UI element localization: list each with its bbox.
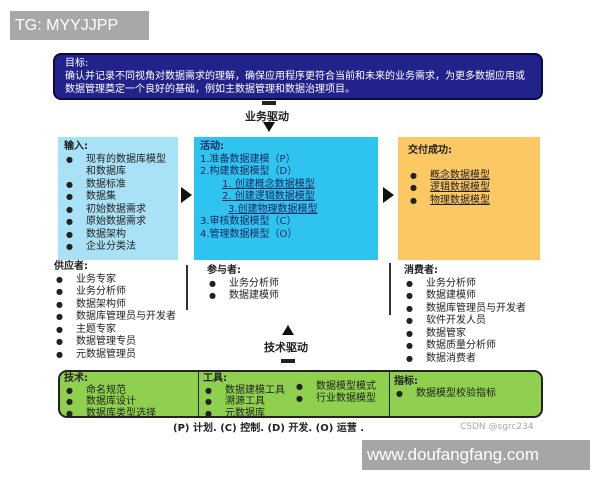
input-item: 企业分类法	[64, 241, 172, 254]
arrow-down-icon	[263, 122, 275, 132]
divider	[389, 263, 391, 315]
consumer-item: 数据质量分析师	[404, 340, 550, 353]
driver-bar	[262, 101, 276, 105]
goal-box: 目标: 确认并记录不同视角对数据需求的理解，确保应用程序更符合当前和未来的业务需…	[53, 53, 543, 100]
supplier-item: 业务分析师	[54, 286, 200, 299]
supplier-item: 数据库管理员与开发者	[54, 311, 200, 324]
technique-item: 命名规范	[64, 385, 194, 397]
business-driver-label: 业务驱动	[245, 110, 289, 123]
metrics-title: 指标:	[394, 376, 418, 387]
delivery-item: 物理数据模型	[408, 195, 530, 208]
consumer-item: 数据管家	[404, 328, 550, 341]
delivery-item: 逻辑数据模型	[408, 182, 530, 195]
techniques-section: 技术: 命名规范 数据库设计 数据库类型选择	[60, 372, 199, 416]
activity-title: 活动:	[200, 141, 224, 152]
consumer-item: 数据消费者	[404, 353, 550, 366]
activity-subitem: 1. 创建概念数据模型	[222, 178, 315, 190]
goal-title: 目标:	[65, 58, 89, 69]
tool-item: 数据建模工具	[203, 385, 385, 397]
suppliers-list: 供应者: 业务专家 业务分析师 数据架构师 数据库管理员与开发者 主题专家 数据…	[52, 261, 202, 361]
metrics-section: 指标: 数据模型校验指标	[390, 372, 541, 416]
csdn-watermark: CSDN @sgrc234	[460, 422, 534, 432]
tools-section: 工具: 数据建模工具 溯源工具 元数据库 数据模型模式 行业数据模型	[199, 372, 390, 416]
arrow-right-icon	[383, 187, 394, 203]
input-item: 初始数据需求	[64, 204, 172, 217]
participant-item: 业务分析师	[207, 278, 373, 291]
supplier-item: 数据架构师	[54, 299, 200, 312]
supplier-item: 主题专家	[54, 324, 200, 337]
input-item: 原始数据需求	[64, 216, 172, 229]
participant-item: 数据建模师	[207, 290, 373, 303]
activity-item: 1.准备数据建模（P）	[200, 153, 296, 165]
support-bar: 技术: 命名规范 数据库设计 数据库类型选择 工具: 数据建模工具 溯源工具 元…	[58, 370, 543, 418]
technique-item: 数据库设计	[64, 396, 194, 408]
tech-driver-label: 技术驱动	[264, 341, 308, 354]
arrow-up-icon	[282, 325, 294, 335]
goal-text: 确认并记录不同视角对数据需求的理解，确保应用程序更符合当前和未来的业务需求，为更…	[65, 71, 525, 95]
supplier-item: 元数据管理员	[54, 349, 200, 362]
techniques-title: 技术:	[64, 373, 88, 384]
input-item: 现有的数据库模型和数据库	[64, 154, 172, 179]
driver-bar	[281, 359, 295, 363]
supplier-item: 数据管理专员	[54, 336, 200, 349]
supplier-item: 业务专家	[54, 274, 200, 287]
divider	[186, 265, 188, 310]
activity-item: 3.审核数据模型（C）	[200, 216, 297, 227]
delivery-title: 交付成功:	[408, 145, 452, 156]
consumer-item: 业务分析师	[404, 278, 550, 291]
tool-item: 数据模型模式	[294, 381, 376, 393]
consumers-title: 消费者:	[404, 265, 438, 276]
consumers-list: 消费者: 业务分析师 数据建模师 数据库管理员与开发者 软件开发人员 数据管家 …	[402, 265, 552, 365]
tools-title: 工具:	[203, 373, 227, 384]
activity-item: 4.管理数据模型（O）	[200, 228, 298, 240]
tool-item: 元数据库	[203, 408, 385, 417]
input-box: 输入: 现有的数据库模型和数据库 数据标准 数据集 初始数据需求 原始数据需求 …	[58, 137, 178, 260]
metric-item: 数据模型校验指标	[394, 388, 537, 400]
watermark-top: TG: MYYJJPP	[10, 11, 149, 40]
technique-item: 数据库类型选择	[64, 408, 194, 417]
input-item: 数据架构	[64, 229, 172, 242]
tool-item: 行业数据模型	[294, 393, 376, 405]
input-item: 数据集	[64, 191, 172, 204]
arrow-right-icon	[181, 187, 192, 203]
watermark-bottom: www.doufangfang.com	[362, 440, 590, 470]
activity-subitem: 2. 创建逻辑数据模型	[222, 191, 315, 202]
participants-title: 参与者:	[207, 265, 241, 276]
legend: (P) 计划. (C) 控制. (D) 开发. (O) 运营 .	[173, 423, 365, 434]
input-title: 输入:	[64, 141, 88, 152]
delivery-box: 交付成功: 概念数据模型 逻辑数据模型 物理数据模型	[398, 137, 540, 260]
consumer-item: 软件开发人员	[404, 315, 550, 328]
delivery-item: 概念数据模型	[408, 170, 530, 183]
activity-box: 活动: 1.准备数据建模（P） 2.构建数据模型（D） 1. 创建概念数据模型 …	[194, 137, 378, 260]
consumer-item: 数据库管理员与开发者	[404, 303, 550, 316]
activity-subitem: 3.创建物理数据模型	[228, 203, 318, 215]
consumer-item: 数据建模师	[404, 290, 550, 303]
tool-item: 溯源工具	[203, 396, 385, 408]
suppliers-title: 供应者:	[54, 261, 88, 272]
participants-list: 参与者: 业务分析师 数据建模师	[205, 265, 375, 303]
activity-item: 2.构建数据模型（D）	[200, 166, 298, 177]
input-item: 数据标准	[64, 179, 172, 192]
